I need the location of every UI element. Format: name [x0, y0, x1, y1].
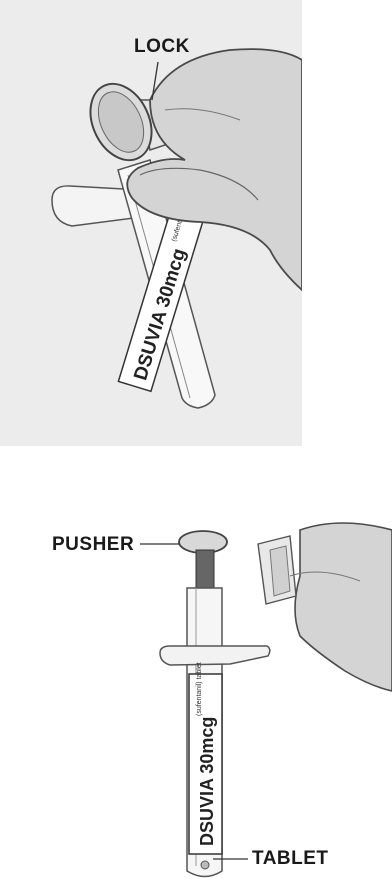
- hand-with-lock: [258, 523, 392, 691]
- pusher-tablet-illustration: DSUVIA 30mcg (sufentanil) tablet: [0, 446, 392, 882]
- top-illustration-panel: DSUVIA 30mcg (sufentanil) tablet LOCK: [0, 0, 302, 446]
- tablet-dot: [201, 861, 209, 869]
- bottom-illustration-panel: DSUVIA 30mcg (sufentanil) tablet PUSHER …: [0, 446, 392, 882]
- pusher-callout-label: PUSHER: [52, 534, 134, 556]
- lock-removal-illustration: DSUVIA 30mcg (sufentanil) tablet: [0, 0, 302, 446]
- device-label-box-bottom: DSUVIA 30mcg (sufentanil) tablet: [189, 662, 222, 854]
- tablet-callout-label: TABLET: [252, 848, 329, 870]
- lock-callout-label: LOCK: [134, 36, 190, 58]
- device-sublabel-text-bottom: (sufentanil) tablet: [196, 662, 203, 716]
- device-flange-bottom: [160, 646, 270, 665]
- device-label-text-bottom: DSUVIA 30mcg: [197, 717, 217, 846]
- plunger-rod: [196, 550, 214, 590]
